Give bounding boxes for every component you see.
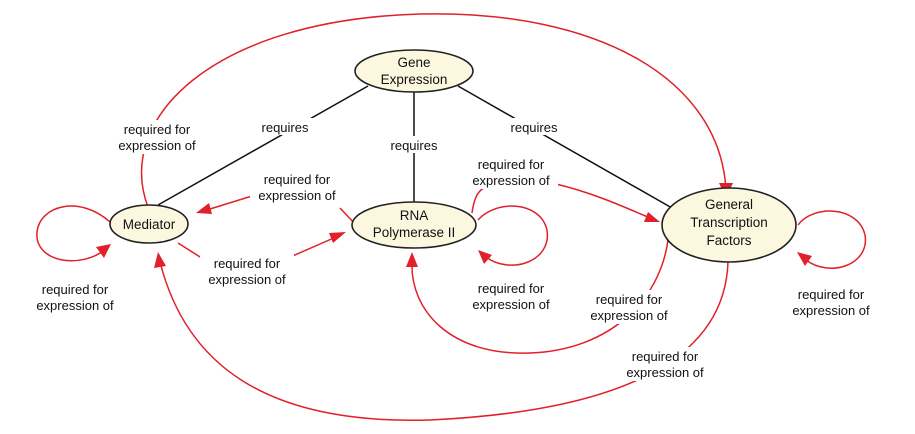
label-line1: required for xyxy=(214,256,281,271)
label-background xyxy=(110,120,204,154)
node-gtf-shape xyxy=(661,187,797,263)
edge-rnapol-to-gtf xyxy=(471,186,487,214)
label-line1: required for xyxy=(478,281,545,296)
label-line2: expression of xyxy=(472,297,550,312)
label-rnapol-to-gtf: required for expression of xyxy=(464,155,558,189)
edge-gene-to-gtf xyxy=(457,85,673,209)
node-rna-polymerase-ii-shape xyxy=(351,201,477,249)
arrowhead xyxy=(329,232,346,243)
label-mediator-to-rnapol: required for expression of xyxy=(200,254,294,288)
label-line2: expression of xyxy=(208,272,286,287)
label-background xyxy=(28,280,122,314)
edge-segment xyxy=(209,195,253,210)
node-gene-expression-line1: Gene xyxy=(397,55,430,70)
arrowhead xyxy=(196,203,212,214)
label-background xyxy=(385,136,443,153)
edge-gtf-self-loop xyxy=(797,210,867,269)
label-line2: expression of xyxy=(36,298,114,313)
label-line2: expression of xyxy=(626,365,704,380)
node-mediator-shape xyxy=(109,204,189,244)
label-rnapol-self: required for expression of xyxy=(464,279,558,313)
node-general-transcription-factors: General Transcription Factors xyxy=(661,187,797,263)
label-gtf-to-rnapol: required for expression of xyxy=(582,290,676,324)
arrowhead xyxy=(644,212,660,222)
node-mediator: Mediator xyxy=(109,204,189,244)
label-gtf-self: required for expression of xyxy=(784,285,878,319)
node-mediator-label: Mediator xyxy=(123,217,176,232)
node-gtf-line3: Factors xyxy=(706,233,751,248)
label-rnapol-to-mediator: required for expression of xyxy=(250,170,344,204)
label-line2: expression of xyxy=(258,188,336,203)
edge-gtf-to-mediator xyxy=(159,261,729,421)
label-line1: required for xyxy=(632,349,699,364)
node-gtf-line2: Transcription xyxy=(690,215,768,230)
node-gene-expression-line2: Expression xyxy=(381,72,448,87)
label-background xyxy=(464,155,558,189)
arrowhead xyxy=(96,244,111,258)
label-background xyxy=(582,290,676,324)
label-line1: required for xyxy=(124,122,191,137)
edge-gene-to-mediator xyxy=(157,85,369,206)
label-line2: expression of xyxy=(118,138,196,153)
label-line2: expression of xyxy=(792,303,870,318)
label-background xyxy=(256,118,314,135)
node-gene-expression-shape xyxy=(354,49,474,93)
label-line1: required for xyxy=(478,157,545,172)
edge-mediator-to-gtf xyxy=(140,13,727,208)
label-line1: required for xyxy=(264,172,331,187)
arrowhead xyxy=(797,252,812,266)
node-gene-expression: Gene Expression xyxy=(354,49,474,93)
edge-segment xyxy=(287,236,337,259)
label-line2: expression of xyxy=(472,173,550,188)
label-line1: required for xyxy=(798,287,865,302)
label-background xyxy=(250,170,344,204)
arrowhead xyxy=(478,250,492,264)
label-mediator-to-gtf: required for expression of xyxy=(110,120,204,154)
arrowhead xyxy=(406,252,418,267)
label-background xyxy=(505,118,563,135)
label-background xyxy=(618,347,712,381)
label-line2: expression of xyxy=(590,308,668,323)
label-gtf-to-mediator: required for expression of xyxy=(618,347,712,381)
label-line1: required for xyxy=(596,292,663,307)
arrowhead xyxy=(154,252,166,268)
node-gtf-line1: General xyxy=(705,197,753,212)
edge-mediator-self-loop xyxy=(36,205,111,262)
edge-segment xyxy=(555,183,651,219)
label-mediator-self: required for expression of xyxy=(28,280,122,314)
requires-label-mediator: requires xyxy=(262,120,309,135)
requires-label-rnapol: requires xyxy=(391,138,438,153)
node-rna-polymerase-ii-line2: Polymerase II xyxy=(373,225,456,240)
label-background xyxy=(200,254,294,288)
label-background xyxy=(784,285,878,319)
edge-rnapol-self-loop xyxy=(477,205,548,266)
requires-label-gtf: requires xyxy=(511,120,558,135)
node-rna-polymerase-ii: RNA Polymerase II xyxy=(351,201,477,249)
label-background xyxy=(464,279,558,313)
node-rna-polymerase-ii-line1: RNA xyxy=(400,208,429,223)
label-line1: required for xyxy=(42,282,109,297)
